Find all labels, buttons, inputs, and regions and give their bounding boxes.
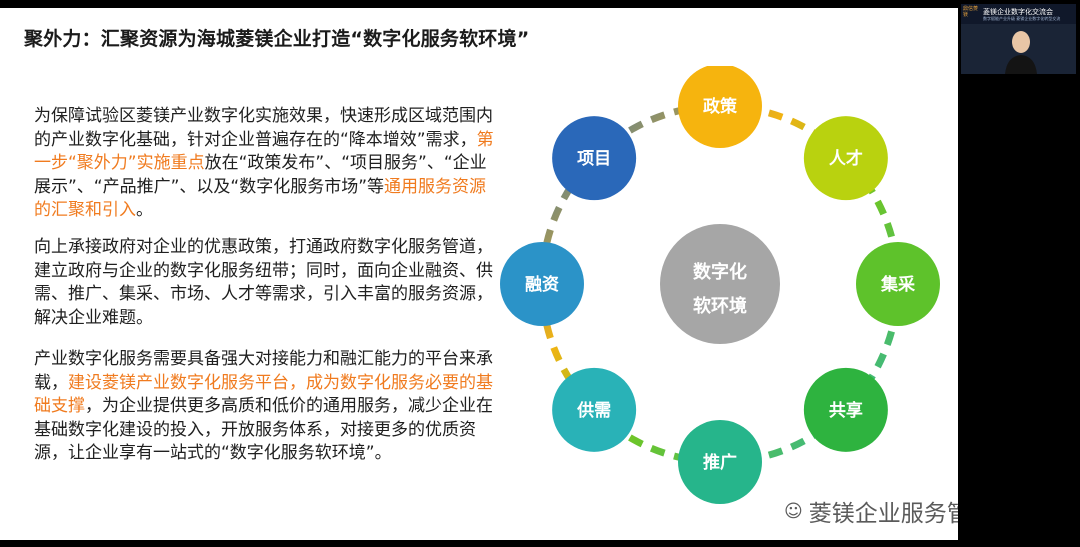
body-text: 向上承接政府对企业的优惠政策，打通政府数字化服务管道，建立政府与企业的数字化服务… bbox=[34, 237, 493, 328]
diagram-node-label: 人才 bbox=[829, 148, 863, 169]
diagram-center-circle bbox=[660, 224, 780, 344]
watermark-text: 菱镁企业服务管家 bbox=[808, 501, 958, 527]
wechat-icon: ☺ bbox=[784, 500, 803, 522]
body-text: 放在“政策发布”、“项目服务”、“企业展示”、“产品推广”、以及“数字化服务市场… bbox=[34, 153, 487, 197]
right-black-panel bbox=[958, 0, 1080, 547]
paragraph-3: 产业数字化服务需要具备强大对接能力和融汇能力的平台来承载，建设菱镁产业数字化服务… bbox=[34, 348, 496, 466]
speaker-video-thumbnail: 鼎信菱镁 菱镁企业数字化交流会 数字赋能产业升级 菱镁企业数字化转型交流 bbox=[961, 4, 1076, 74]
diagram-node bbox=[500, 242, 584, 326]
body-text: 为保障试验区菱镁产业数字化实施效果，快速形成区域范围内的产业数字化基础，针对企业… bbox=[34, 106, 493, 150]
diagram-node bbox=[856, 242, 940, 326]
presentation-slide: 聚外力：汇聚资源为海城菱镁企业打造“数字化服务软环境” 为保障试验区菱镁产业数字… bbox=[0, 8, 958, 540]
body-text: 产业数字化服务需要具备强大对接能力和融汇能力的平台来承载， bbox=[34, 349, 493, 393]
highlighted-text: 建设菱镁产业数字化服务平台，成为数字化服务必要的基础支撑 bbox=[34, 372, 493, 417]
diagram-node bbox=[552, 367, 637, 452]
speaker-avatar bbox=[1005, 31, 1037, 74]
video-logo: 鼎信菱镁 bbox=[963, 6, 979, 18]
diagram-node bbox=[678, 66, 762, 148]
slide-title: 聚外力：汇聚资源为海城菱镁企业打造“数字化服务软环境” bbox=[24, 28, 530, 50]
highlighted-text: 通用服务资源的汇聚和引入 bbox=[34, 176, 487, 221]
video-subtitle: 数字赋能产业升级 菱镁企业数字化转型交流 bbox=[983, 16, 1061, 21]
diagram-node bbox=[803, 367, 888, 452]
diagram-node-label: 推广 bbox=[703, 452, 737, 473]
paragraph-2: 向上承接政府对企业的优惠政策，打通政府数字化服务管道，建立政府与企业的数字化服务… bbox=[34, 236, 496, 330]
diagram-node-label: 项目 bbox=[577, 149, 611, 169]
diagram-node-label: 政策 bbox=[703, 96, 738, 117]
diagram-node-label: 供需 bbox=[576, 400, 611, 421]
diagram-node-label: 集采 bbox=[880, 274, 915, 295]
diagram-center-label: 软环境 bbox=[693, 295, 747, 317]
diagram-node bbox=[552, 116, 637, 201]
video-header-bar bbox=[961, 4, 1076, 24]
body-text: 。 bbox=[136, 200, 153, 220]
diagram-node bbox=[803, 116, 888, 201]
diagram-node-label: 融资 bbox=[525, 274, 559, 295]
body-text: ，为企业提供更多高质和低价的通用服务，减少企业在基础数字化建设的投入，开放服务体… bbox=[34, 396, 493, 463]
highlighted-text: 第一步“聚外力”实施重点 bbox=[34, 129, 494, 174]
wechat-watermark: ☺ 菱镁企业服务管家 bbox=[784, 494, 958, 528]
diagram-node bbox=[678, 420, 762, 504]
video-title: 菱镁企业数字化交流会 bbox=[983, 8, 1053, 16]
diagram-center-label: 数字化 bbox=[693, 261, 747, 283]
paragraph-1: 为保障试验区菱镁产业数字化实施效果，快速形成区域范围内的产业数字化基础，针对企业… bbox=[34, 105, 496, 223]
top-black-strip bbox=[0, 0, 958, 8]
diagram-node-label: 共享 bbox=[829, 400, 863, 421]
